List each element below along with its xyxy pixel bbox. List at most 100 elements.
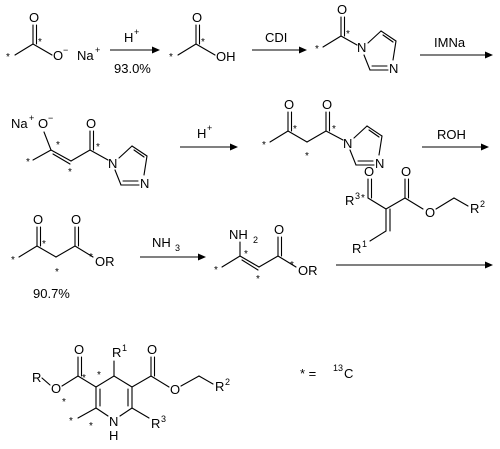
arrow-step-4: H + [180, 123, 238, 151]
r1-superscript: 1 [122, 343, 127, 353]
yield-acetic-acid: 93.0% [114, 61, 151, 76]
label-star: * [290, 260, 294, 271]
plus-charge: + [95, 45, 100, 55]
label-star: * [305, 151, 309, 162]
r3-substituent: R [345, 193, 354, 208]
label-star: * [169, 52, 173, 63]
dihydropyridine-product: R O * O * * R 1 N H * * R 3 O [32, 342, 230, 443]
oxide-anion: O [53, 48, 63, 63]
carbonyl-oxygen: O [274, 222, 284, 237]
label-star: * [26, 157, 30, 168]
reagent-ammonia-subscript: 3 [175, 243, 180, 253]
r3-substituent: R [151, 416, 160, 431]
r1-substituent: R [352, 241, 361, 256]
r2-superscript: 2 [480, 199, 485, 209]
label-star: * [315, 44, 319, 55]
ester-alkoxy: OR [95, 254, 115, 269]
r1-superscript: 1 [362, 239, 367, 249]
isotope-legend: * = 13 C [300, 363, 353, 381]
label-star: * [262, 140, 266, 151]
carbonyl-oxygen: O [74, 342, 84, 357]
label-star: * [11, 255, 15, 266]
acetic-acid: * O * OH [169, 10, 236, 64]
plus-charge: + [29, 113, 34, 123]
imidazole-n3: N [389, 61, 398, 76]
reagent-cdi: CDI [265, 30, 287, 45]
label-star: * [346, 29, 350, 40]
sodium-cation: Na [77, 48, 94, 63]
enolate-imidazolide: Na + O − * * * O * N N [11, 113, 149, 191]
enamine-ester: * NH 2 * * O * OR [214, 222, 318, 285]
label-star: * [38, 37, 42, 48]
label-star: * [55, 267, 59, 278]
acetoacetyl-imidazole: * O * * O * N N [262, 97, 384, 171]
legend-element: C [344, 366, 353, 381]
ester-oxygen: O [425, 205, 435, 220]
imidazole-n1: N [357, 40, 366, 55]
label-star: * [214, 265, 218, 276]
enolate-oxygen: O [38, 116, 48, 131]
label-star: * [97, 370, 101, 381]
legend-isotope-number: 13 [333, 363, 343, 373]
r2-substituent: R [470, 201, 479, 216]
arrow-step-5: ROH [422, 127, 489, 151]
label-star: * [82, 373, 86, 384]
label-star: * [96, 142, 100, 153]
minus-charge: − [63, 45, 68, 55]
legend-text: * = [300, 366, 320, 381]
label-star: * [293, 124, 297, 135]
acetoacetate-ester: * O * * O * OR 90.7% [11, 212, 115, 301]
label-star: * [42, 239, 46, 250]
carbonyl-oxygen: O [71, 212, 81, 227]
minus-charge: − [48, 113, 53, 123]
label-star: * [56, 140, 60, 151]
yield-ester: 90.7% [33, 286, 70, 301]
r2-substituent: R [215, 379, 224, 394]
r1-substituent: R [112, 345, 121, 360]
arrow-step-7 [336, 261, 493, 269]
alkylidene-ketoester: R 3 * O R 1 O O R 2 [345, 164, 485, 256]
imidazole-n3: N [375, 156, 384, 171]
reagent-imna: IMNa [434, 35, 466, 50]
arrow-step-3: IMNa [420, 35, 493, 59]
arrow-step-2: CDI [252, 30, 307, 54]
carbonyl-oxygen: O [86, 116, 96, 131]
label-star: * [6, 52, 10, 63]
r3-superscript: 3 [355, 191, 360, 201]
reagent-acid: H [197, 126, 206, 141]
ketone-oxygen: O [33, 212, 43, 227]
r-substituent: R [32, 370, 41, 385]
reagent-acid: H [124, 30, 133, 45]
reagent-acid-charge: + [207, 123, 212, 133]
reagent-acid-charge: + [134, 27, 139, 37]
label-star: * [201, 37, 205, 48]
label-star: * [68, 167, 72, 178]
label-star: * [89, 252, 93, 263]
carbonyl-oxygen: O [192, 10, 202, 25]
r3-superscript: 3 [161, 414, 166, 424]
sodium-cation: Na [11, 116, 28, 131]
acetyl-imidazole: * O * N N [315, 2, 398, 76]
imidazole-n3: N [140, 176, 149, 191]
sodium-acetate: * O * O − Na + [6, 10, 100, 63]
label-star: * [332, 124, 336, 135]
amino-group: NH [229, 227, 248, 242]
ring-nitrogen-hydrogen: H [109, 428, 118, 443]
ring-nitrogen: N [109, 414, 118, 429]
label-star: * [62, 397, 66, 408]
ester-oxygen: O [51, 381, 61, 396]
ketone-oxygen: O [364, 164, 374, 179]
imidazole-n1: N [108, 156, 117, 171]
carbonyl-oxygen: O [401, 164, 411, 179]
carbonyl-oxygen: O [322, 97, 332, 112]
label-star: * [69, 416, 73, 427]
arrow-step-1: H + 93.0% [110, 27, 160, 76]
ketone-oxygen: O [284, 97, 294, 112]
reagent-ammonia: NH [152, 235, 171, 250]
label-star: * [361, 193, 365, 204]
label-star: * [244, 249, 248, 260]
hydroxyl-group: OH [216, 49, 236, 64]
r2-superscript: 2 [225, 377, 230, 387]
carbonyl-oxygen: O [147, 342, 157, 357]
